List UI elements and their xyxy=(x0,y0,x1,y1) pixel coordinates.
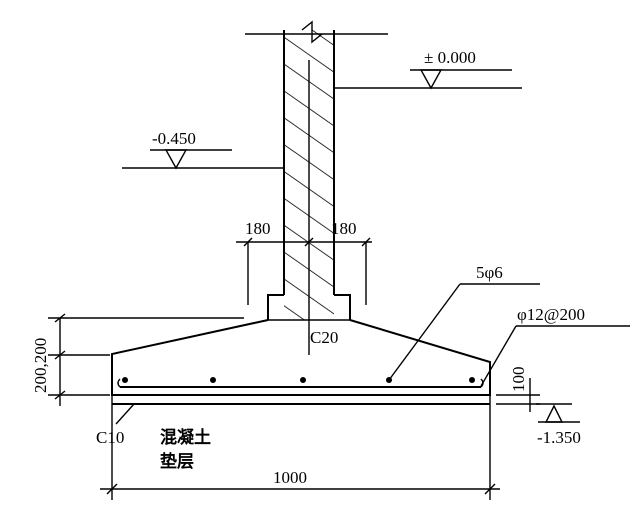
height-dimension-label: 200,200 xyxy=(31,338,50,393)
bed-thickness-dimension: 100 xyxy=(496,367,540,412)
elevation-ground: ± 0.000 xyxy=(334,48,522,90)
height-dimension: 200,200 xyxy=(31,313,244,406)
bed-grade-label: C10 xyxy=(96,428,124,447)
elevation-bottom: -1.350 xyxy=(536,403,581,447)
rebar-main-label: φ12@200 xyxy=(517,305,585,324)
rebar-distribution-label: 5φ6 xyxy=(476,263,503,282)
elevation-ground-label: ± 0.000 xyxy=(424,48,476,67)
wall-width-right-label: 180 xyxy=(331,219,357,238)
width-dimension: 1000 xyxy=(100,404,500,500)
rebar-leader-distribution: 5φ6 xyxy=(388,263,540,381)
bed-layer-label: 垫层 xyxy=(160,451,194,472)
rebar-dot xyxy=(122,377,128,383)
footing xyxy=(111,319,491,405)
bed-thickness-label: 100 xyxy=(509,367,528,393)
rebar-dot xyxy=(210,377,216,383)
rebar-dot xyxy=(469,377,475,383)
wall-width-dimension: 180 180 xyxy=(236,60,372,355)
rebar-dot xyxy=(300,377,306,383)
elevation-bottom-label: -1.350 xyxy=(537,428,581,447)
elevation-outdoor: -0.450 xyxy=(122,129,284,170)
rebar-leader-main: φ12@200 xyxy=(480,305,630,387)
wall-width-left-label: 180 xyxy=(245,219,271,238)
bed-material-label: 混凝土 xyxy=(160,427,211,448)
bed-leader xyxy=(115,403,135,425)
width-dimension-label: 1000 xyxy=(273,468,307,487)
elevation-outdoor-label: -0.450 xyxy=(152,129,196,148)
footing-grade-label: C20 xyxy=(310,328,338,347)
